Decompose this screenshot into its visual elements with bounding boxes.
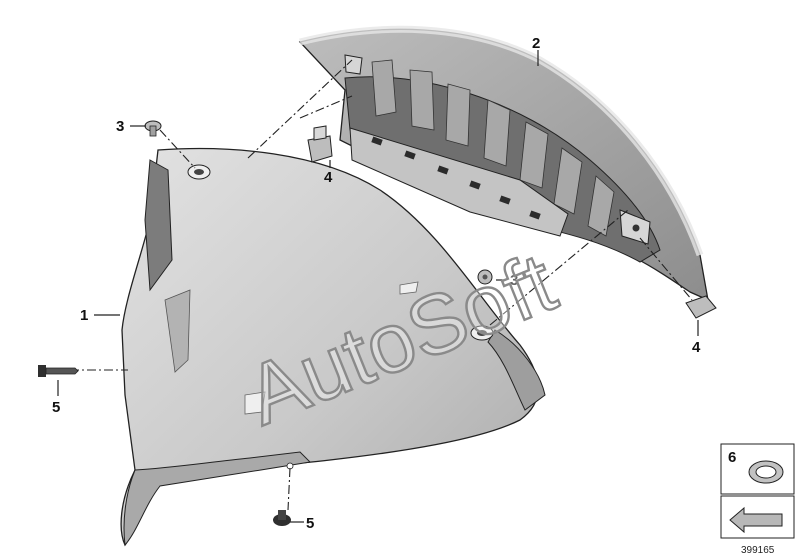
screw-part-3-right	[477, 269, 493, 285]
callout-1: 1	[80, 307, 88, 324]
rivet-part-5-left	[38, 365, 79, 377]
callout-3-right: 3	[510, 272, 518, 289]
washer-icon	[748, 460, 784, 484]
callout-4-left: 4	[324, 169, 333, 186]
callout-5-bottom: 5	[306, 515, 314, 532]
legend-number-6: 6	[728, 449, 736, 466]
arrow-icon	[729, 506, 783, 534]
clip-nut-part-4-right	[685, 295, 717, 319]
assembly-lines	[70, 59, 693, 511]
callout-leaders	[57, 50, 699, 523]
callout-2: 2	[532, 35, 540, 52]
trim-panel-part-2	[298, 25, 709, 302]
rivet-part-5-bottom	[273, 510, 291, 526]
callout-5-left: 5	[52, 399, 60, 416]
callout-3-upper: 3	[116, 118, 124, 135]
callout-4-right: 4	[692, 339, 701, 356]
legend-box-6: 6	[720, 443, 795, 495]
legend-box-arrow	[720, 495, 795, 539]
main-cover-part-1	[120, 147, 546, 547]
diagram-reference-number: 399165	[741, 545, 775, 556]
screw-part-3-upper	[144, 120, 162, 137]
clip-nut-part-4-left	[307, 125, 333, 163]
